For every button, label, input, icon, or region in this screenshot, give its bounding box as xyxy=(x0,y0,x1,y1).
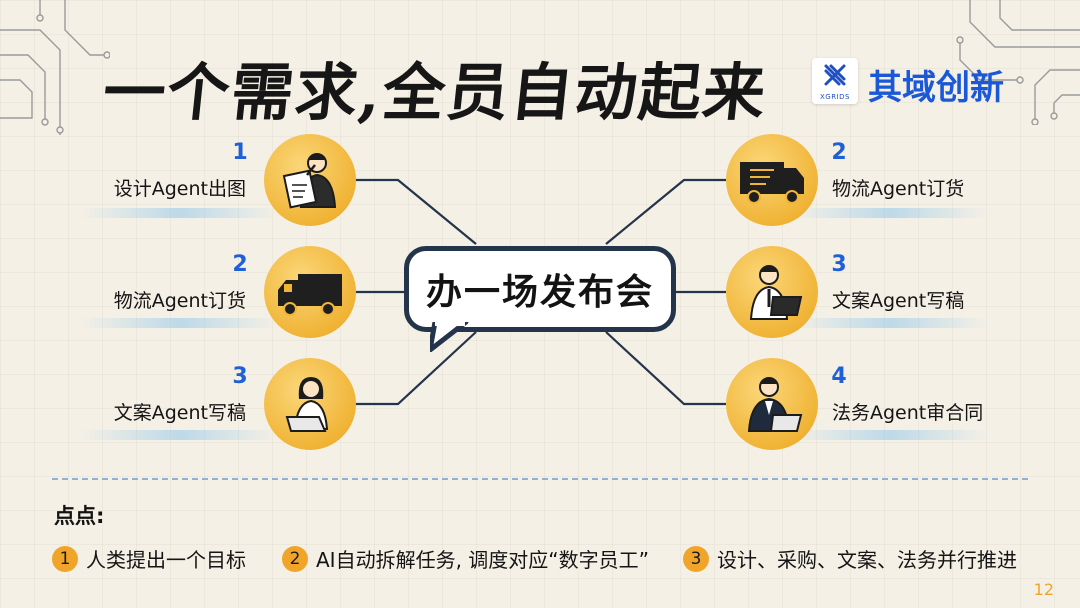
point-text: AI自动拆解任务, 调度对应“数字员工” xyxy=(316,548,650,572)
left-node-2-label: 物流Agent订货 xyxy=(113,290,246,312)
points-title: 点点: xyxy=(54,504,105,528)
delivery-truck-icon xyxy=(740,162,804,204)
circuit-decoration-right xyxy=(956,0,1080,125)
brand-logo: XGRIDS xyxy=(812,58,858,104)
point-number-badge: 2 xyxy=(282,545,308,572)
right-node-3-label: 法务Agent审合同 xyxy=(832,402,984,424)
glow-streak xyxy=(790,318,990,328)
right-node-2-number: 3 xyxy=(831,252,847,277)
left-node-1-label: 设计Agent出图 xyxy=(113,178,246,200)
circuit-decoration-left xyxy=(0,0,110,135)
point-number-badge: 1 xyxy=(52,545,78,572)
right-node-3-circle xyxy=(726,358,818,450)
glow-streak xyxy=(80,208,280,218)
right-node-3-number: 4 xyxy=(831,364,847,389)
point-text: 设计、采购、文案、法务并行推进 xyxy=(717,548,1017,572)
glow-streak xyxy=(80,430,280,440)
point-number-badge: 3 xyxy=(683,545,709,572)
glow-streak xyxy=(790,430,990,440)
bubble-tail xyxy=(430,322,469,352)
left-node-2-number: 2 xyxy=(232,252,248,277)
woman-laptop-icon xyxy=(285,377,329,432)
point-text: 人类提出一个目标 xyxy=(86,548,246,572)
xgrids-logo-icon xyxy=(824,64,846,86)
left-node-1-circle xyxy=(264,134,356,226)
glow-streak xyxy=(80,318,280,328)
delivery-truck-icon xyxy=(278,274,342,316)
page-number: 12 xyxy=(1033,580,1054,599)
point-item-2: 2 AI自动拆解任务, 调度对应“数字员工” xyxy=(282,544,649,573)
point-item-3: 3 设计、采购、文案、法务并行推进 xyxy=(683,544,1017,573)
left-node-3-circle xyxy=(264,358,356,450)
brand-name: 其域创新 xyxy=(868,68,1004,108)
glow-streak xyxy=(790,208,990,218)
hub-speech-bubble: 办一场发布会 xyxy=(404,246,676,332)
designer-drawing-icon xyxy=(282,153,337,209)
left-node-3-number: 3 xyxy=(232,364,248,389)
left-node-2-circle xyxy=(264,246,356,338)
section-divider xyxy=(52,478,1028,480)
logo-subtitle: XGRIDS xyxy=(820,93,850,101)
right-node-1-circle xyxy=(726,134,818,226)
left-node-3-label: 文案Agent写稿 xyxy=(113,402,246,424)
right-node-2-circle xyxy=(726,246,818,338)
lawyer-laptop-icon xyxy=(747,377,803,432)
right-node-1-number: 2 xyxy=(831,140,847,165)
right-node-1-label: 物流Agent订货 xyxy=(832,178,965,200)
point-item-1: 1 人类提出一个目标 xyxy=(52,544,246,573)
left-node-1-number: 1 xyxy=(232,140,248,165)
man-laptop-icon xyxy=(749,265,803,320)
right-node-2-label: 文案Agent写稿 xyxy=(832,290,965,312)
hub-label: 办一场发布会 xyxy=(425,272,654,313)
